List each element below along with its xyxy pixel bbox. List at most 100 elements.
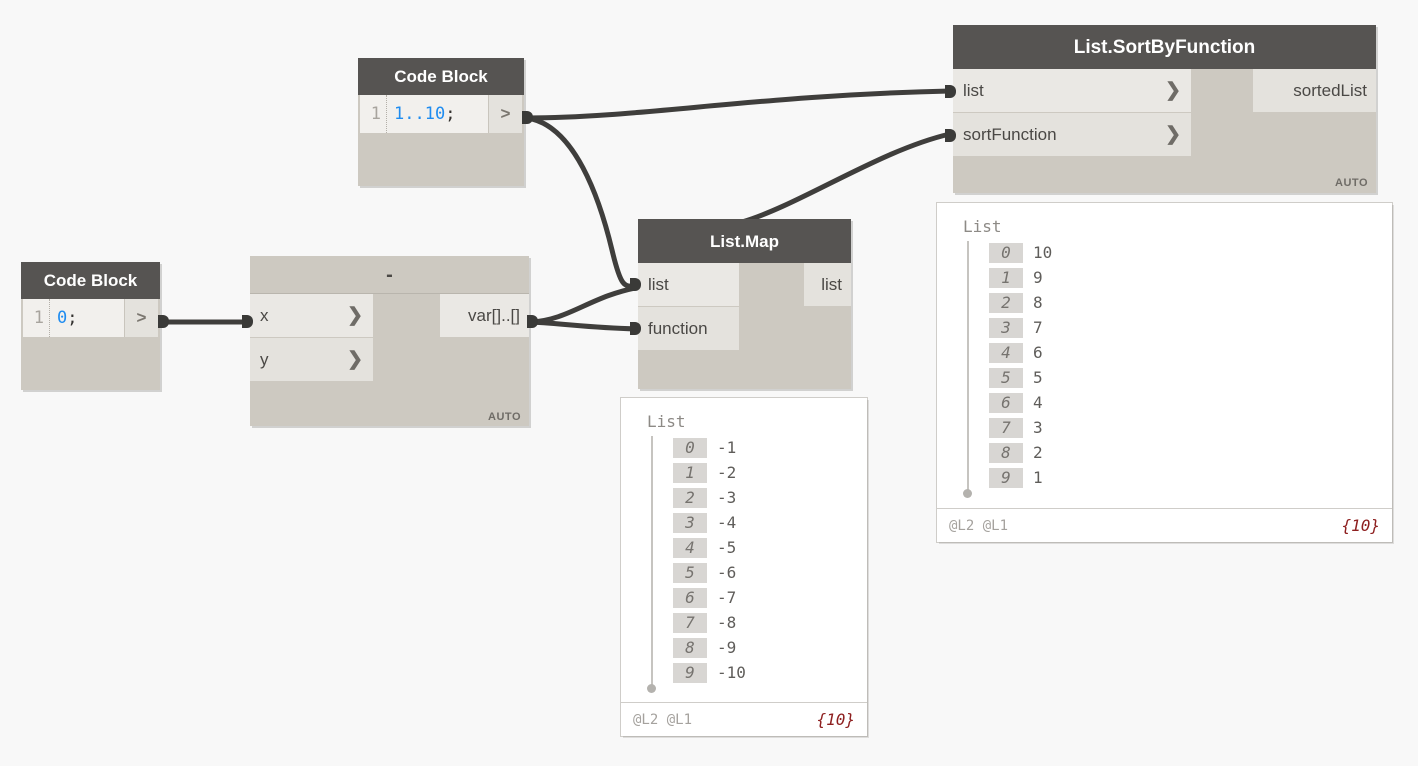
code-block-text[interactable]: 0; <box>50 299 124 337</box>
list-item: 5 -6 <box>647 560 867 585</box>
output-port-list-map-list[interactable]: list <box>804 263 851 306</box>
list-item-index: 0 <box>673 437 707 458</box>
code-block-output-port-zero[interactable]: > <box>124 299 158 337</box>
code-line-number: 1 <box>360 95 387 133</box>
output-port-minus-var[interactable]: var[]..[] <box>440 294 529 337</box>
list-item-value: -8 <box>717 613 737 632</box>
input-port-list-map-function[interactable]: function <box>638 307 739 350</box>
chevron-right-icon[interactable]: ❯ <box>1165 124 1181 145</box>
chevron-right-icon[interactable]: ❯ <box>347 349 363 370</box>
output-port-label: sortedList <box>1293 80 1367 100</box>
input-port-label: list <box>963 80 984 100</box>
list-item-index: 2 <box>673 487 707 508</box>
input-port-nub-sort-function[interactable] <box>945 129 956 142</box>
input-port-minus-x[interactable]: x ❯ <box>250 294 373 337</box>
list-item: 1-2 <box>647 460 867 485</box>
list-rail <box>967 241 969 493</box>
list-item-index: 8 <box>989 442 1023 463</box>
code-block-output-port-range[interactable]: > <box>488 95 522 133</box>
list-item-index: 1 <box>989 267 1023 288</box>
code-block-text[interactable]: 1..10; <box>387 95 488 133</box>
input-port-nub-sort-list[interactable] <box>945 85 956 98</box>
code-punct: ; <box>67 308 78 328</box>
list-item-value: -4 <box>717 513 737 532</box>
preview-footer-sorted-list: @L2 @L1 {10} <box>937 508 1392 542</box>
code-block-editor-zero[interactable]: 1 0; > <box>23 299 158 337</box>
input-port-nub-list-map-function[interactable] <box>630 322 641 335</box>
code-block-editor-range[interactable]: 1 1..10; > <box>360 95 522 133</box>
list-item-value: 1 <box>1033 468 1043 487</box>
input-port-label: x <box>260 305 269 325</box>
list-item-index: 3 <box>673 512 707 533</box>
list-item: 2-3 <box>647 485 867 510</box>
list-item-value: 4 <box>1033 393 1043 412</box>
list-item: 0-1 <box>647 435 867 460</box>
list-item-index: 5 <box>673 562 707 583</box>
list-item-value: -6 <box>717 563 737 582</box>
output-port-sorted-list[interactable]: sortedList <box>1253 69 1376 112</box>
list-item-value: 5 <box>1033 368 1043 387</box>
preview-footer-mapped-list: @L2 @L1 {10} <box>621 702 867 736</box>
node-title-minus: - <box>250 256 529 294</box>
list-item-value: -9 <box>717 638 737 657</box>
list-item-value: 7 <box>1033 318 1043 337</box>
list-item: 7 -8 <box>647 610 867 635</box>
wire-codeblock-to-sortbyfunction-list <box>524 88 953 121</box>
code-line-number: 1 <box>23 299 50 337</box>
list-item-value: -5 <box>717 538 737 557</box>
list-item-index: 9 <box>989 467 1023 488</box>
list-rail-dot <box>963 489 972 498</box>
input-port-nub-minus-x[interactable] <box>242 315 253 328</box>
list-levels-label[interactable]: @L2 @L1 <box>949 517 1009 534</box>
list-levels-label[interactable]: @L2 @L1 <box>633 711 693 728</box>
list-item-value: 10 <box>1033 243 1053 262</box>
output-port-nub-zero[interactable] <box>158 315 169 328</box>
input-port-minus-y[interactable]: y ❯ <box>250 338 373 381</box>
list-rail-dot <box>647 684 656 693</box>
output-port-nub-range[interactable] <box>522 111 533 124</box>
list-item-index: 1 <box>673 462 707 483</box>
list-item: 0 10 <box>963 240 1392 265</box>
list-item: 8-9 <box>647 635 867 660</box>
code-value: 0 <box>57 308 68 328</box>
node-title-list-map: List.Map <box>638 219 851 263</box>
node-minus[interactable]: - x ❯ y ❯ var[]..[] AUTO <box>242 256 538 428</box>
list-item-index: 6 <box>673 587 707 608</box>
input-port-nub-list-map-list[interactable] <box>630 278 641 291</box>
list-item-index: 0 <box>989 242 1023 263</box>
input-port-label: function <box>648 318 708 338</box>
chevron-right-icon[interactable]: ❯ <box>347 305 363 326</box>
list-item-value: 6 <box>1033 343 1043 362</box>
wire-listmap-to-sortbyfunction-sortfunction <box>739 131 953 225</box>
input-port-list-map-list[interactable]: list <box>638 263 739 306</box>
output-port-nub-minus[interactable] <box>527 315 538 328</box>
list-item-index: 2 <box>989 292 1023 313</box>
node-code-block-range[interactable]: Code Block 1 1..10; > <box>358 58 533 188</box>
list-item-value: 8 <box>1033 293 1043 312</box>
list-item: 3 -4 <box>647 510 867 535</box>
list-item-index: 7 <box>673 612 707 633</box>
list-item: 9-10 <box>647 660 867 685</box>
node-list-map[interactable]: List.Map list function list <box>630 219 853 391</box>
node-title-code-block-zero: Code Block <box>21 262 160 299</box>
node-list-sort-by-function[interactable]: List.SortByFunction list ❯ sortFunction … <box>945 25 1378 195</box>
input-port-label: sortFunction <box>963 124 1057 144</box>
node-code-block-zero[interactable]: Code Block 1 0; > <box>21 262 169 392</box>
wire-minus-to-listmap-list <box>528 284 643 325</box>
input-port-sort-list[interactable]: list ❯ <box>953 69 1191 112</box>
list-item-index: 4 <box>673 537 707 558</box>
node-title-code-block-range: Code Block <box>358 58 524 95</box>
input-port-sort-function[interactable]: sortFunction ❯ <box>953 113 1191 156</box>
chevron-right-icon[interactable]: ❯ <box>1165 80 1181 101</box>
